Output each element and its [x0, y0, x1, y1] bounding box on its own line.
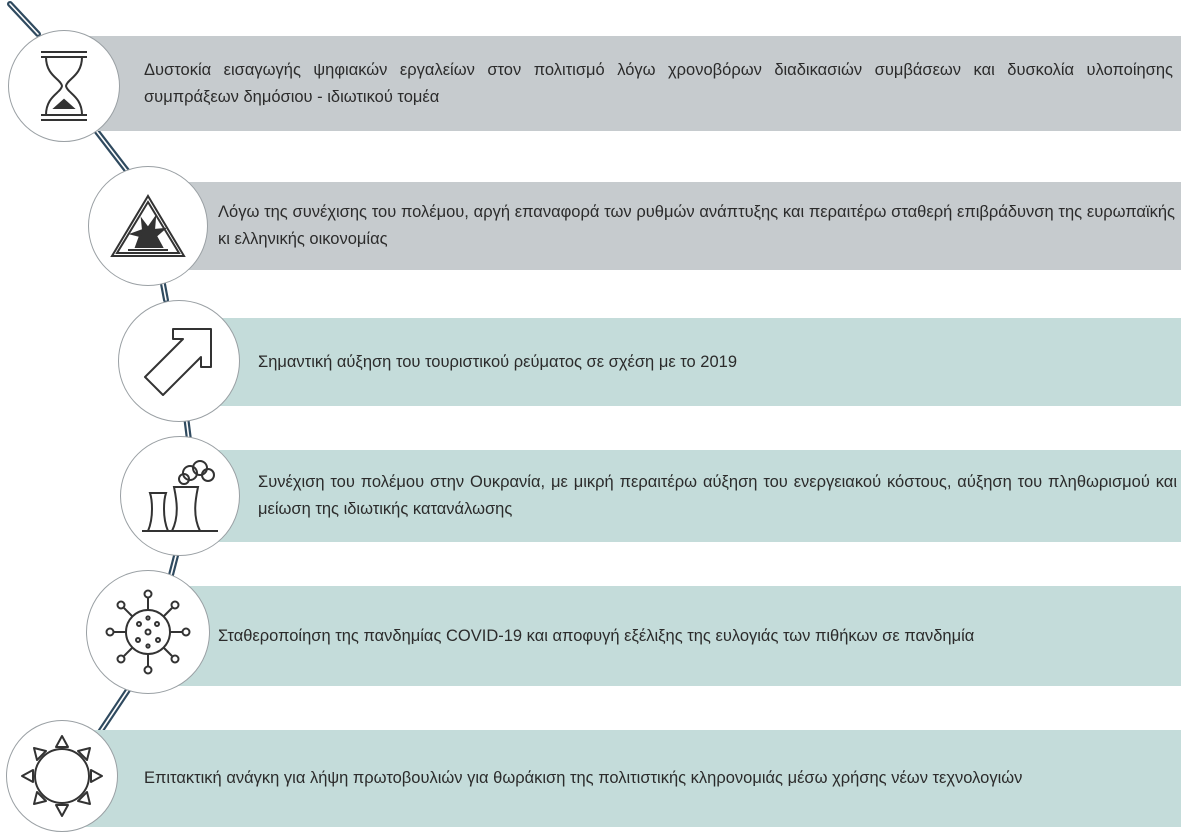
- item-text: Σταθεροποίηση της πανδημίας COVID-19 και…: [218, 626, 975, 645]
- item-icon-circle-3: [118, 300, 240, 422]
- item-icon-circle-5: [86, 570, 210, 694]
- item-icon-circle-2: [88, 166, 208, 286]
- timeline-item-4: Συνέχιση του πολέμου στην Ουκρανία, με μ…: [190, 450, 1181, 542]
- item-icon-circle-4: [120, 436, 240, 556]
- item-text: Επιτακτική ανάγκη για λήψη πρωτοβουλιών …: [144, 769, 1023, 787]
- timeline-item-6: Επιτακτική ανάγκη για λήψη πρωτοβουλιών …: [82, 730, 1181, 827]
- explosion-warning-icon: [110, 194, 186, 257]
- timeline-item-2: Λόγω της συνέχισης του πολέμου, αργή επα…: [158, 182, 1181, 270]
- timeline-item-3: Σημαντική αύξηση του τουριστικού ρεύματο…: [190, 318, 1181, 406]
- upward-arrow-icon: [144, 328, 212, 396]
- timeline-item-5: Σταθεροποίηση της πανδημίας COVID-19 και…: [150, 586, 1181, 686]
- item-icon-circle-1: [8, 30, 120, 142]
- sun-icon: [21, 735, 103, 817]
- item-icon-circle-6: [6, 720, 118, 832]
- item-text: Σημαντική αύξηση του τουριστικού ρεύματο…: [258, 352, 738, 371]
- power-plant-icon: [142, 460, 218, 532]
- virus-icon: [105, 589, 191, 675]
- item-text: Δυστοκία εισαγωγής ψηφιακών εργαλείων στ…: [144, 60, 1173, 106]
- hourglass-icon: [41, 51, 87, 121]
- timeline-item-1: Δυστοκία εισαγωγής ψηφιακών εργαλείων στ…: [82, 36, 1181, 131]
- item-text: Λόγω της συνέχισης του πολέμου, αργή επα…: [218, 203, 1175, 248]
- item-text: Συνέχιση του πολέμου στην Ουκρανία, με μ…: [258, 473, 1177, 518]
